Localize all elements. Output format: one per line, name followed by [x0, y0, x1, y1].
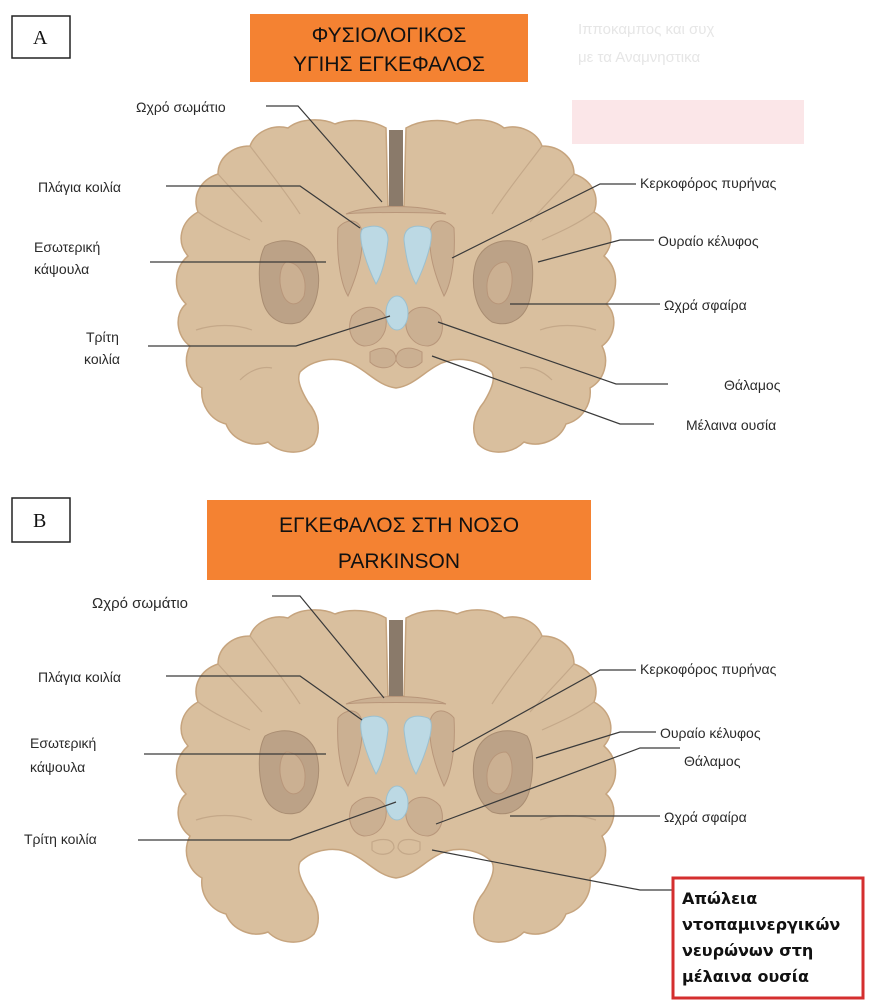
- callout-line-4: μέλαινα ουσία: [682, 967, 809, 986]
- label-caudate-nucleus: Κερκοφόρος πυρήνας: [640, 175, 777, 191]
- title-line-1: ΕΓΚΕΦΑΛΟΣ ΣΤΗ ΝΟΣΟ: [279, 514, 519, 537]
- panel-letter-b: B: [12, 498, 70, 542]
- label-substantia-nigra: Μέλαινα ουσία: [686, 417, 776, 433]
- title-line-1: ΦΥΣΙΟΛΟΓΙΚΟΣ: [312, 24, 467, 47]
- faded-text-1: Ιπποκαμπος και συχ: [578, 21, 714, 38]
- label-lateral-ventricle: Πλάγια κοιλία: [38, 179, 121, 195]
- label-corpus-callosum: Ωχρό σωμάτιο: [136, 99, 226, 115]
- label-third-ventricle-1: Τρίτη: [86, 329, 119, 345]
- panel-letter-text: A: [33, 27, 48, 49]
- callout-dopaminergic-loss: Απώλεια ντοπαμινεργικών νευρώνων στη μέλ…: [673, 878, 863, 998]
- coronal-brain-section-icon: [176, 120, 615, 452]
- callout-line-2: ντοπαμινεργικών: [682, 915, 840, 934]
- label-thalamus: Θάλαμος: [684, 753, 741, 769]
- label-internal-capsule-1: Εσωτερική: [30, 735, 96, 751]
- label-thalamus: Θάλαμος: [724, 377, 781, 393]
- label-corpus-callosum: Ωχρό σωμάτιο: [92, 595, 188, 612]
- callout-line-1: Απώλεια: [682, 889, 757, 908]
- title-line-2: ΥΓΙΗΣ ΕΓΚΕΦΑΛΟΣ: [293, 53, 485, 76]
- label-caudate-nucleus: Κερκοφόρος πυρήνας: [640, 661, 777, 677]
- label-internal-capsule-2: κάψουλα: [34, 261, 89, 277]
- label-putamen: Ουραίο κέλυφος: [660, 725, 761, 741]
- panel-letter-a: A: [12, 16, 70, 58]
- callout-line-3: νευρώνων στη: [682, 941, 813, 960]
- label-putamen: Ουραίο κέλυφος: [658, 233, 759, 249]
- label-lateral-ventricle: Πλάγια κοιλία: [38, 669, 121, 685]
- panel-b: B ΕΓΚΕΦΑΛΟΣ ΣΤΗ ΝΟΣΟ PARKINSON: [0, 490, 870, 1004]
- label-internal-capsule-1: Εσωτερική: [34, 239, 100, 255]
- faded-text-2: με τα Αναμνηστικα: [578, 49, 700, 66]
- label-third-ventricle-2: κοιλία: [84, 351, 120, 367]
- title-line-2: PARKINSON: [338, 550, 460, 573]
- background-faded-content: Ιπποκαμπος και συχ με τα Αναμνηστικα: [572, 21, 804, 144]
- coronal-brain-section-icon: [176, 610, 615, 942]
- label-third-ventricle: Τρίτη κοιλία: [24, 831, 97, 847]
- label-globus-pallidus: Ωχρά σφαίρα: [664, 297, 747, 313]
- title-box-b: ΕΓΚΕΦΑΛΟΣ ΣΤΗ ΝΟΣΟ PARKINSON: [207, 500, 591, 580]
- panel-letter-text: B: [33, 510, 46, 532]
- faded-red-box: [572, 100, 804, 144]
- label-internal-capsule-2: κάψουλα: [30, 759, 85, 775]
- panel-a: Ιπποκαμπος και συχ με τα Αναμνηστικα A Φ…: [0, 0, 870, 490]
- title-box-a: ΦΥΣΙΟΛΟΓΙΚΟΣ ΥΓΙΗΣ ΕΓΚΕΦΑΛΟΣ: [250, 14, 528, 82]
- label-globus-pallidus: Ωχρά σφαίρα: [664, 809, 747, 825]
